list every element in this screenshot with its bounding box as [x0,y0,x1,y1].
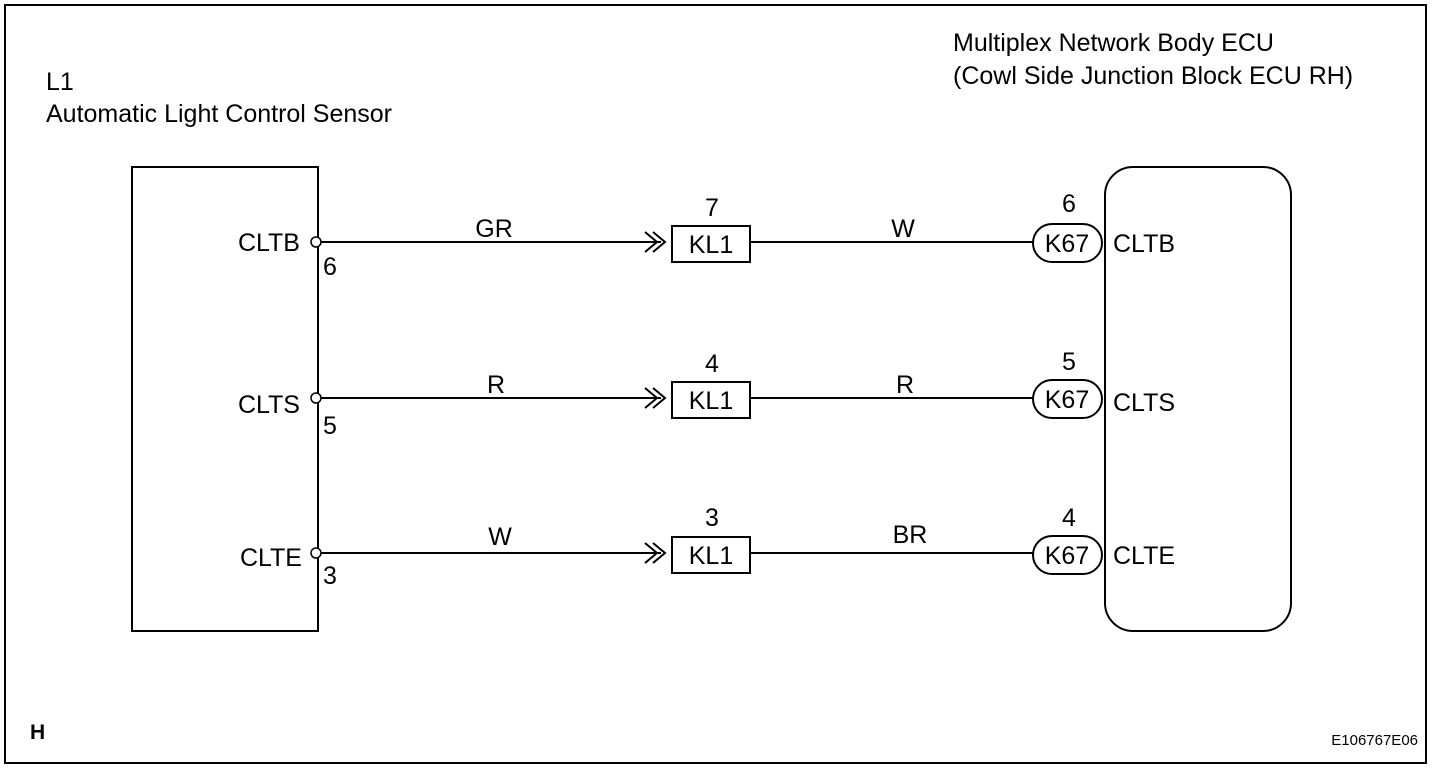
ecu-connector-oval [1032,223,1103,263]
terminal-circle [310,392,322,404]
ecu-terminal-label: CLTE [1113,542,1175,570]
ecu-box [1104,166,1292,632]
junction-connector-box [671,381,751,419]
sensor-pin-number: 3 [323,562,337,590]
ecu-name-line2: (Cowl Side Junction Block ECU RH) [953,62,1353,90]
sensor-pin-number: 6 [323,253,337,281]
ecu-connector-oval [1032,535,1103,575]
junction-pin-number: 7 [705,194,719,222]
sensor-name: Automatic Light Control Sensor [46,100,392,128]
junction-connector-box [671,225,751,263]
connector-arrow-outer [644,231,659,253]
junction-pin-number: 3 [705,504,719,532]
junction-connector-box [671,536,751,574]
figure-code: E106767E06 [1331,732,1418,749]
sensor-ref: L1 [46,68,74,96]
circuit-clts: CLTS 5 R 4 KL1 R 5 K67 CLTS [238,348,1175,440]
ecu-connector-label: K67 [1045,386,1089,414]
junction-connector-label: KL1 [689,231,733,259]
ecu-terminal-label: CLTS [1113,389,1175,417]
ecu-terminal-label: CLTB [1113,230,1175,258]
junction-pin-number: 4 [705,350,719,378]
wire-color-left: R [487,371,505,399]
junction-connector-label: KL1 [689,542,733,570]
junction-connector-label: KL1 [689,387,733,415]
sensor-terminal-label: CLTS [238,391,300,419]
connector-arrow-outer [644,542,659,564]
sensor-pin-number: 5 [323,412,337,440]
ecu-pin-number: 5 [1062,348,1076,376]
connector-arrow-inner [652,387,667,409]
connector-arrow-inner [652,542,667,564]
diagram-frame [4,4,1427,764]
wire-color-left: W [488,523,512,551]
ecu-connector-oval [1032,379,1103,419]
sensor-terminal-label: CLTB [238,229,300,257]
ecu-pin-number: 6 [1062,190,1076,218]
wire-color-right: BR [893,521,928,549]
connector-arrow-outer [644,387,659,409]
wire-color-right: W [891,215,915,243]
circuit-cltb: CLTB 6 GR 7 KL1 W 6 K67 CLTB [238,190,1175,281]
ecu-connector-label: K67 [1045,230,1089,258]
terminal-circle [310,547,322,559]
ecu-connector-label: K67 [1045,542,1089,570]
wire-color-right: R [896,371,914,399]
terminal-circle [310,236,322,248]
corner-letter: H [30,721,45,744]
wire-color-left: GR [475,215,513,243]
ecu-name-line1: Multiplex Network Body ECU [953,29,1274,57]
circuit-clte: CLTE 3 W 3 KL1 BR 4 K67 CLTE [240,504,1175,590]
ecu-pin-number: 4 [1062,504,1076,532]
connector-arrow-inner [652,231,667,253]
sensor-terminal-label: CLTE [240,544,302,572]
